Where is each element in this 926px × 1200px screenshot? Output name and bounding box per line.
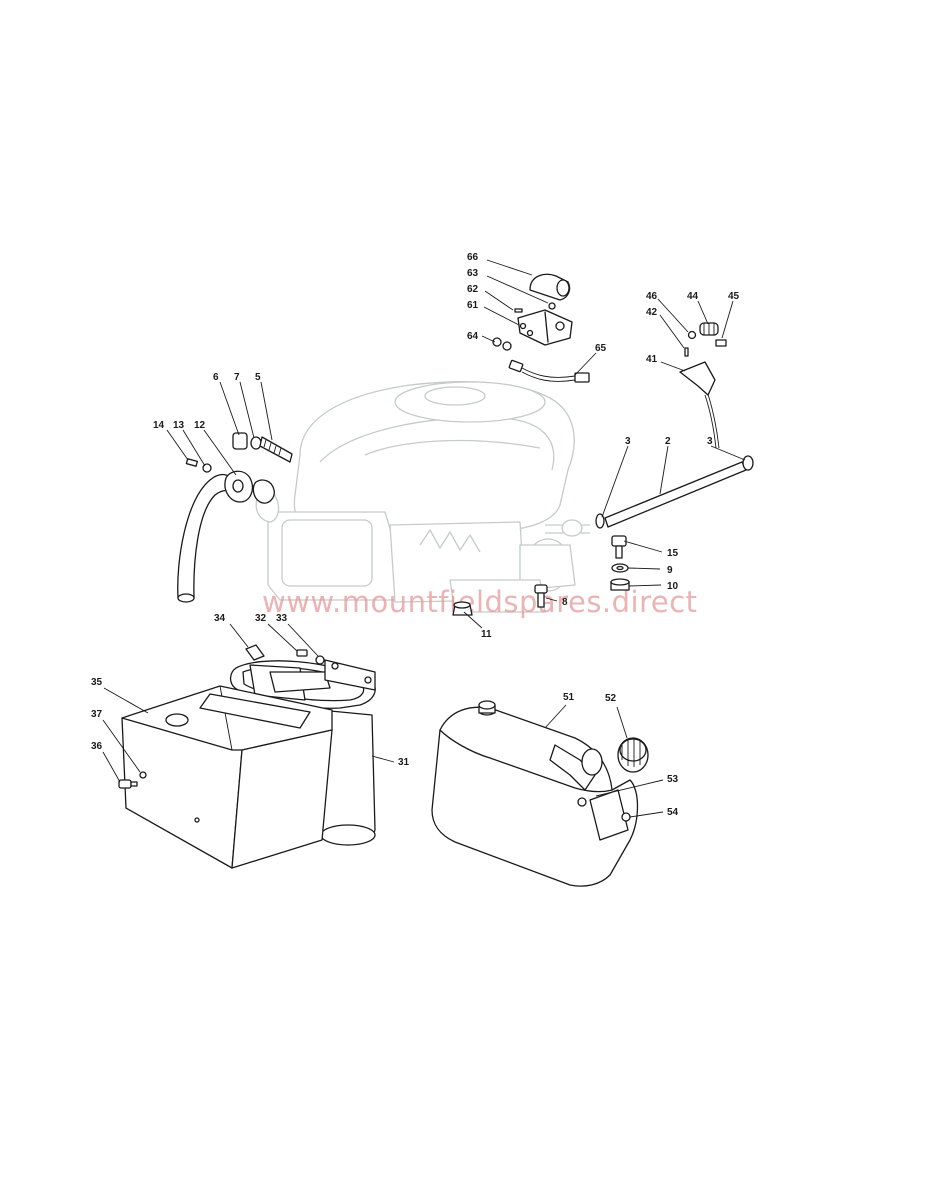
label-61: 61 (467, 300, 479, 311)
engine-ghost (255, 381, 590, 613)
label-54: 54 (667, 807, 679, 818)
label-45: 45 (728, 291, 740, 302)
label-11: 11 (481, 629, 492, 640)
label-3-left: 3 (625, 436, 631, 447)
label-6: 6 (213, 372, 219, 383)
watermark-text: www.mountfieldspares.direct (262, 585, 698, 619)
label-34: 34 (214, 613, 226, 624)
label-44: 44 (687, 291, 699, 302)
label-10: 10 (667, 581, 679, 592)
label-9: 9 (667, 565, 673, 576)
label-35: 35 (91, 677, 103, 688)
label-7: 7 (234, 372, 240, 383)
label-5: 5 (255, 372, 261, 383)
label-64: 64 (467, 331, 479, 342)
label-66: 66 (467, 252, 479, 263)
label-46: 46 (646, 291, 658, 302)
label-13: 13 (173, 420, 185, 431)
label-36: 36 (91, 741, 103, 752)
label-12: 12 (194, 420, 206, 431)
solenoid-parts (492, 273, 590, 383)
label-53: 53 (667, 774, 679, 785)
label-41: 41 (646, 354, 658, 365)
part-labels: 66 63 62 61 64 65 46 44 45 42 41 3 2 3 1… (91, 252, 740, 818)
label-37: 37 (91, 709, 103, 720)
exhaust-parts (177, 432, 293, 603)
label-15: 15 (667, 548, 679, 559)
fuel-tank-parts (431, 700, 649, 887)
label-63: 63 (467, 268, 479, 279)
label-52: 52 (605, 693, 617, 704)
label-8: 8 (562, 597, 568, 608)
label-42: 42 (646, 307, 658, 318)
label-65: 65 (595, 343, 607, 354)
label-33: 33 (276, 613, 288, 624)
label-51: 51 (563, 692, 575, 703)
label-62: 62 (467, 284, 479, 295)
label-14: 14 (153, 420, 165, 431)
label-32: 32 (255, 613, 267, 624)
fuel-line-parts (595, 322, 754, 529)
label-31: 31 (398, 757, 410, 768)
cover-box-parts (118, 644, 376, 869)
label-2: 2 (665, 436, 671, 447)
label-3-right: 3 (707, 436, 713, 447)
leader-lines (102, 259, 746, 818)
